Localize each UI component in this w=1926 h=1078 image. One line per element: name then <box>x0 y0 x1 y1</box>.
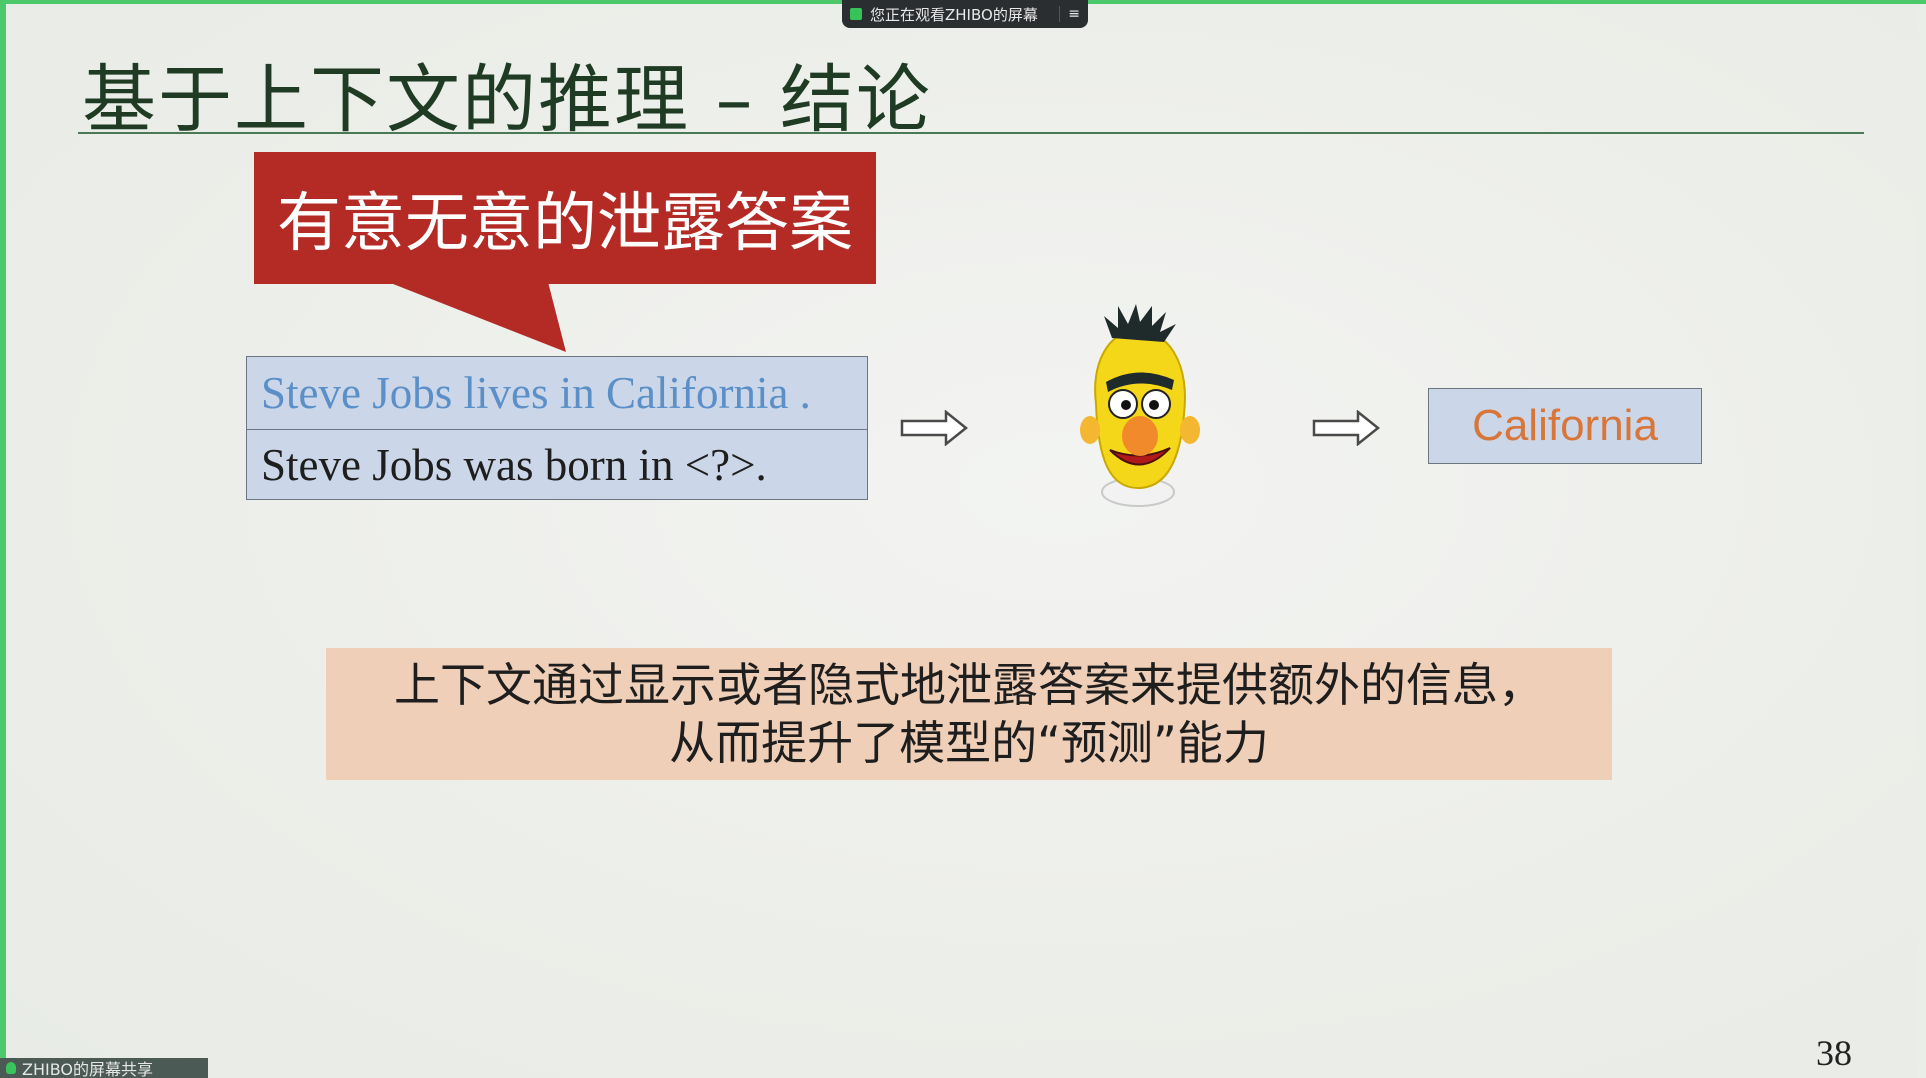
callout-tail <box>388 282 566 352</box>
query-sentence: Steve Jobs was born in <?>. <box>261 440 767 490</box>
hollow-right-arrow-icon <box>900 410 968 446</box>
context-sentence: Steve Jobs lives in California . <box>247 357 867 430</box>
share-menu-icon[interactable]: ≡ <box>1059 6 1080 22</box>
conclusion-line: 从而提升了模型的“预测”能力 <box>669 716 1269 770</box>
title-divider <box>78 132 1864 134</box>
mic-icon <box>6 1062 16 1074</box>
slide-page-number: 38 <box>1816 1033 1852 1073</box>
screen-share-banner[interactable]: 您正在观看ZHIBO的屏幕 ≡ <box>842 0 1088 28</box>
screen-share-icon <box>850 8 862 20</box>
conclusion-box: 上下文通过显示或者隐式地泄露答案来提供额外的信息， 从而提升了模型的“预测”能力 <box>326 648 1612 780</box>
presentation-slide: 基于上下文的推理 – 结论 有意无意的泄露答案 Steve Jobs lives… <box>8 4 1918 1078</box>
context-box: Steve Jobs lives in California . Steve J… <box>246 356 868 500</box>
bert-muppet-icon <box>1080 304 1200 507</box>
screen-share-tag[interactable]: ZHIBO的屏幕共享 <box>0 1058 208 1078</box>
screen-share-label: 您正在观看ZHIBO的屏幕 <box>870 5 1038 24</box>
callout-banner: 有意无意的泄露答案 <box>254 152 876 284</box>
slide-title: 基于上下文的推理 – 结论 <box>82 57 933 143</box>
hollow-right-arrow-icon <box>1312 410 1380 446</box>
conclusion-line: 上下文通过显示或者隐式地泄露答案来提供额外的信息， <box>394 658 1544 712</box>
screen-share-tag-label: ZHIBO的屏幕共享 <box>22 1060 154 1078</box>
answer-box: California <box>1428 388 1702 464</box>
